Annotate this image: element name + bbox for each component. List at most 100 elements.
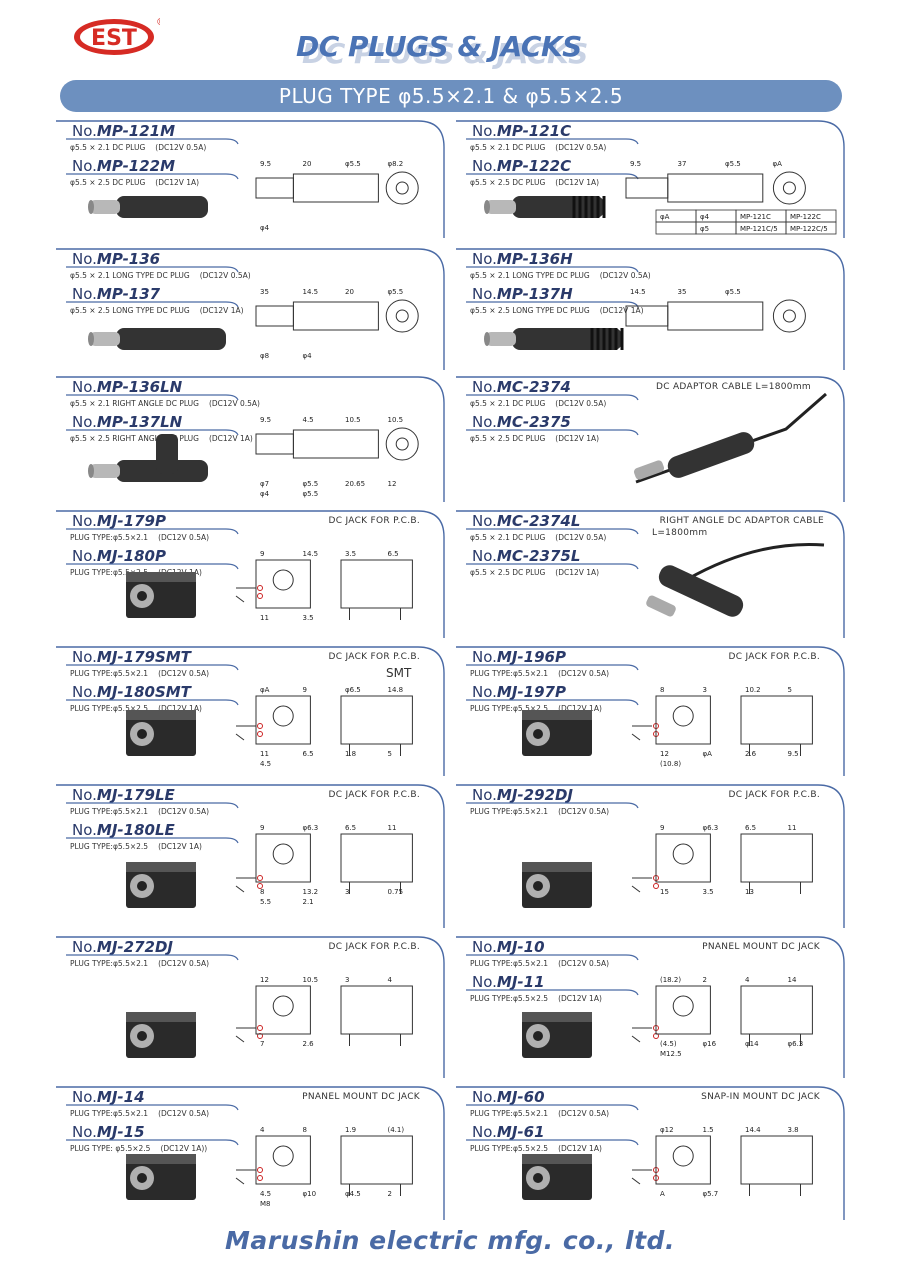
spec-text: PLUG TYPE:φ5.5×2.1: [70, 959, 149, 968]
dimension-label: φ5.5: [725, 160, 741, 168]
dimension-label: φ5.5: [345, 160, 361, 168]
dimension-label: 20.65: [345, 480, 365, 488]
dimension-label: 5: [788, 686, 792, 694]
spec-text: PLUG TYPE:φ5.5×2.5: [470, 704, 549, 713]
dimension-label: 11: [788, 824, 797, 832]
panel-frame: [456, 784, 845, 928]
rating-text: (DC12V 1A): [155, 178, 200, 187]
dimension-label: 9.5: [788, 750, 799, 758]
rating-text: (DC12V 1A): [558, 994, 602, 1003]
category-label: RIGHT ANGLE DC ADAPTOR CABLE: [659, 516, 824, 526]
smt-label: SMT: [386, 666, 412, 680]
category-label: SNAP-IN MOUNT DC JACK: [701, 1092, 820, 1102]
spec-text: φ5.5 × 2.1 DC PLUG: [470, 399, 546, 408]
dimension-label: 9.5: [630, 160, 641, 168]
plug-photo: [646, 542, 825, 617]
rating-text: (DC12V 1A): [558, 1144, 602, 1153]
spec-text: φ5.5 × 2.5 DC PLUG: [470, 568, 546, 577]
model-id: MP-137: [96, 285, 161, 303]
dimension-label: φ4.5: [345, 1190, 361, 1198]
rating-text: (DC12V 0.5A): [558, 807, 610, 816]
dimension-label: 2.6: [745, 750, 757, 758]
model-underline: [466, 266, 639, 273]
spec-text: PLUG TYPE:φ5.5×2.5: [470, 994, 549, 1003]
table-cell: φ5: [700, 225, 709, 233]
spec-text: PLUG TYPE:φ5.5×2.1: [70, 1109, 149, 1118]
model-number: No.MJ-179LE: [72, 786, 175, 804]
panel-frame: [56, 248, 445, 370]
panel-frame: [56, 120, 445, 238]
dimension-label: 10.5: [388, 416, 404, 424]
model-spec: φ5.5 × 2.5 LONG TYPE DC PLUG(DC12V 1A): [70, 306, 244, 315]
dimension-label: φ4: [260, 224, 270, 232]
rating-text: (DC12V 0.5A): [199, 271, 251, 280]
model-underline: [66, 802, 239, 809]
jack-photo: [126, 572, 263, 618]
rating-text: (DC12V 1A): [555, 178, 600, 187]
dimension-label: 9: [260, 824, 264, 832]
model-underline: [66, 429, 239, 436]
model-spec: φ5.5 × 2.1 DC PLUG(DC12V 0.5A): [470, 143, 606, 152]
model-underline: [66, 664, 239, 671]
spec-text: φ5.5 × 2.5 DC PLUG: [470, 434, 546, 443]
model-underline: [66, 699, 239, 706]
model-underline: [66, 173, 239, 180]
model-spec: φ5.5 × 2.5 DC PLUG(DC12V 1A): [470, 178, 599, 187]
rating-text: (DC12V 1A): [558, 704, 602, 713]
dimension-label: φ5.5: [725, 288, 741, 296]
model-id: MC-2375: [496, 413, 571, 431]
spec-text: φ5.5 × 2.1 RIGHT ANGLE DC PLUG: [70, 399, 199, 408]
dimension-label: 11: [260, 614, 269, 622]
page-title-shadow: DC PLUGS & JACKS: [302, 37, 588, 70]
model-spec: φ5.5 × 2.5 RIGHT ANGLE DC PLUG(DC12V 1A): [70, 434, 253, 443]
model-number: No.MP-121C: [472, 122, 571, 140]
jack-photo: [522, 862, 659, 908]
model-prefix: No.: [72, 157, 97, 175]
model-number: No.MC-2374L: [472, 512, 580, 530]
model-number: No.MP-136LN: [72, 378, 182, 396]
dimension-label: 4.5: [303, 416, 314, 424]
product-panel-mj-179le: No.MJ-179LE PLUG TYPE:φ5.5×2.1(DC12V 0.5A…: [56, 784, 446, 930]
model-prefix: No.: [472, 786, 497, 804]
model-spec: PLUG TYPE:φ5.5×2.5(DC12V 1A): [70, 842, 202, 851]
dimension-label: 4.5: [260, 1190, 271, 1198]
plug-type-banner: PLUG TYPE φ5.5×2.1 & φ5.5×2.5: [60, 80, 842, 112]
model-underline: [466, 563, 639, 570]
dimension-label: 10.5: [345, 416, 361, 424]
model-id: MJ-60: [496, 1088, 545, 1106]
dimension-label: 13.2: [303, 888, 319, 896]
dimension-label: 14.5: [303, 550, 319, 558]
dimension-label: 20: [303, 160, 312, 168]
rating-text: (DC12V 0.5A): [555, 399, 607, 408]
dimension-label: 4: [260, 1126, 265, 1134]
model-underline: [466, 528, 639, 535]
panel-frame: [56, 784, 445, 928]
dimension-label: 3: [703, 686, 707, 694]
model-spec: PLUG TYPE:φ5.5×2.1(DC12V 0.5A): [70, 807, 209, 816]
model-id: MP-121M: [96, 122, 176, 140]
panel-frame: [456, 936, 845, 1078]
dimension-label: 8: [660, 686, 664, 694]
est-logo: EST ®: [74, 17, 160, 55]
jack-photo: [126, 1012, 263, 1058]
product-drawings: [633, 392, 827, 484]
spec-text: PLUG TYPE:φ5.5×2.5: [70, 568, 149, 577]
model-spec: PLUG TYPE:φ5.5×2.1(DC12V 0.5A): [470, 807, 609, 816]
model-spec: φ5.5 × 2.5 DC PLUG(DC12V 1A): [70, 178, 199, 187]
dimension-label: 13: [745, 888, 754, 896]
model-spec: PLUG TYPE:φ5.5×2.1(DC12V 0.5A): [70, 1109, 209, 1118]
dimension-label: 14: [788, 976, 797, 984]
spec-text: φ5.5 × 2.1 DC PLUG: [70, 143, 146, 152]
